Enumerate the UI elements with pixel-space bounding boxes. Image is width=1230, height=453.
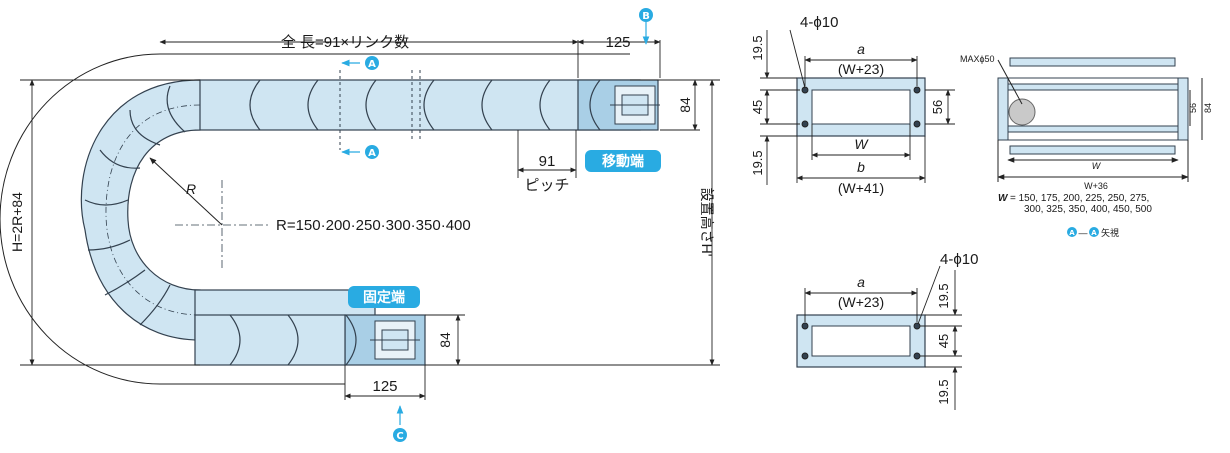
section-top-a: a	[857, 41, 865, 57]
fixed-end-bracket	[370, 320, 420, 360]
section-bottom-view	[796, 265, 962, 410]
height-formula: H=2R+84	[9, 192, 25, 252]
moving-end-tag: 移動端	[602, 153, 644, 170]
marker-b	[639, 8, 653, 22]
pitch-value: 91	[539, 153, 556, 170]
section-bottom-45: 45	[936, 334, 951, 348]
main-dimensions	[20, 39, 720, 400]
upper-links	[249, 79, 601, 131]
lower-links	[229, 314, 357, 366]
cross-w36: W+36	[1084, 181, 1108, 191]
section-bottom-holes: 4-ϕ10	[940, 251, 978, 268]
pitch-label: ピッチ	[524, 177, 569, 194]
end-height-bottom: 84	[437, 332, 453, 348]
section-top-a-formula: (W+23)	[838, 61, 884, 77]
fixed-end-length: 125	[372, 378, 397, 395]
max-cable-circle	[1008, 98, 1036, 126]
section-top-b: b	[857, 159, 865, 175]
moving-end-bracket	[610, 85, 660, 125]
marker-c	[393, 428, 407, 442]
section-top-19-5-a: 19.5	[750, 35, 765, 60]
marker-a-bottom-label: A	[368, 148, 376, 159]
section-top-b-formula: (W+41)	[838, 180, 884, 196]
marker-c-label: C	[396, 431, 403, 442]
radius-symbol: R	[186, 181, 196, 197]
section-top-holes: 4-ϕ10	[800, 14, 838, 31]
cross-56: 56	[1188, 103, 1198, 113]
cross-w: W	[1092, 161, 1102, 171]
view-label-a2: A	[1091, 229, 1097, 237]
fixed-end-tag-bg	[348, 286, 420, 308]
chain-upper-run	[194, 79, 641, 131]
section-top-56: 56	[930, 100, 945, 114]
section-bottom-a-formula: (W+23)	[838, 294, 884, 310]
section-top-w: W	[854, 136, 869, 152]
section-bottom-a: a	[857, 274, 865, 290]
cross-84: 84	[1203, 103, 1213, 113]
section-top-45: 45	[750, 100, 765, 114]
cross-w-values-1: = 150, 175, 200, 225, 250, 275,	[1010, 193, 1149, 204]
chain-side-view	[0, 53, 660, 385]
moving-end-tag-bg	[585, 150, 661, 172]
section-arrows	[341, 22, 650, 425]
view-label-text: 矢視	[1101, 227, 1119, 238]
cross-w-values-2: 300, 325, 350, 400, 450, 500	[1024, 204, 1152, 215]
chain-curve	[80, 79, 201, 341]
section-bottom-19-5-a: 19.5	[936, 283, 951, 308]
section-bottom-19-5-b: 19.5	[936, 379, 951, 404]
view-label-a1: A	[1069, 229, 1075, 237]
total-length-label: 全 長=91×リンク数	[281, 33, 409, 51]
section-top-19-5-b: 19.5	[750, 150, 765, 175]
cross-view	[997, 57, 1203, 182]
marker-a-top-label: A	[368, 59, 376, 70]
marker-circles	[365, 8, 653, 442]
marker-a-top	[365, 56, 379, 70]
marker-a-bottom	[365, 145, 379, 159]
section-top-view	[760, 29, 955, 185]
cross-w-symbol: W	[998, 193, 1009, 204]
fixed-end-tag: 固定端	[363, 289, 405, 306]
cross-max-label: MAXϕ50	[960, 54, 995, 64]
radius-options: R=150·200·250·300·350·400	[276, 217, 471, 234]
moving-end-length: 125	[605, 34, 630, 51]
view-label-dash: —	[1079, 228, 1088, 238]
marker-b-label: B	[642, 11, 650, 22]
end-height-top: 84	[677, 97, 693, 113]
install-height-label: 設置高さH'	[699, 188, 715, 257]
